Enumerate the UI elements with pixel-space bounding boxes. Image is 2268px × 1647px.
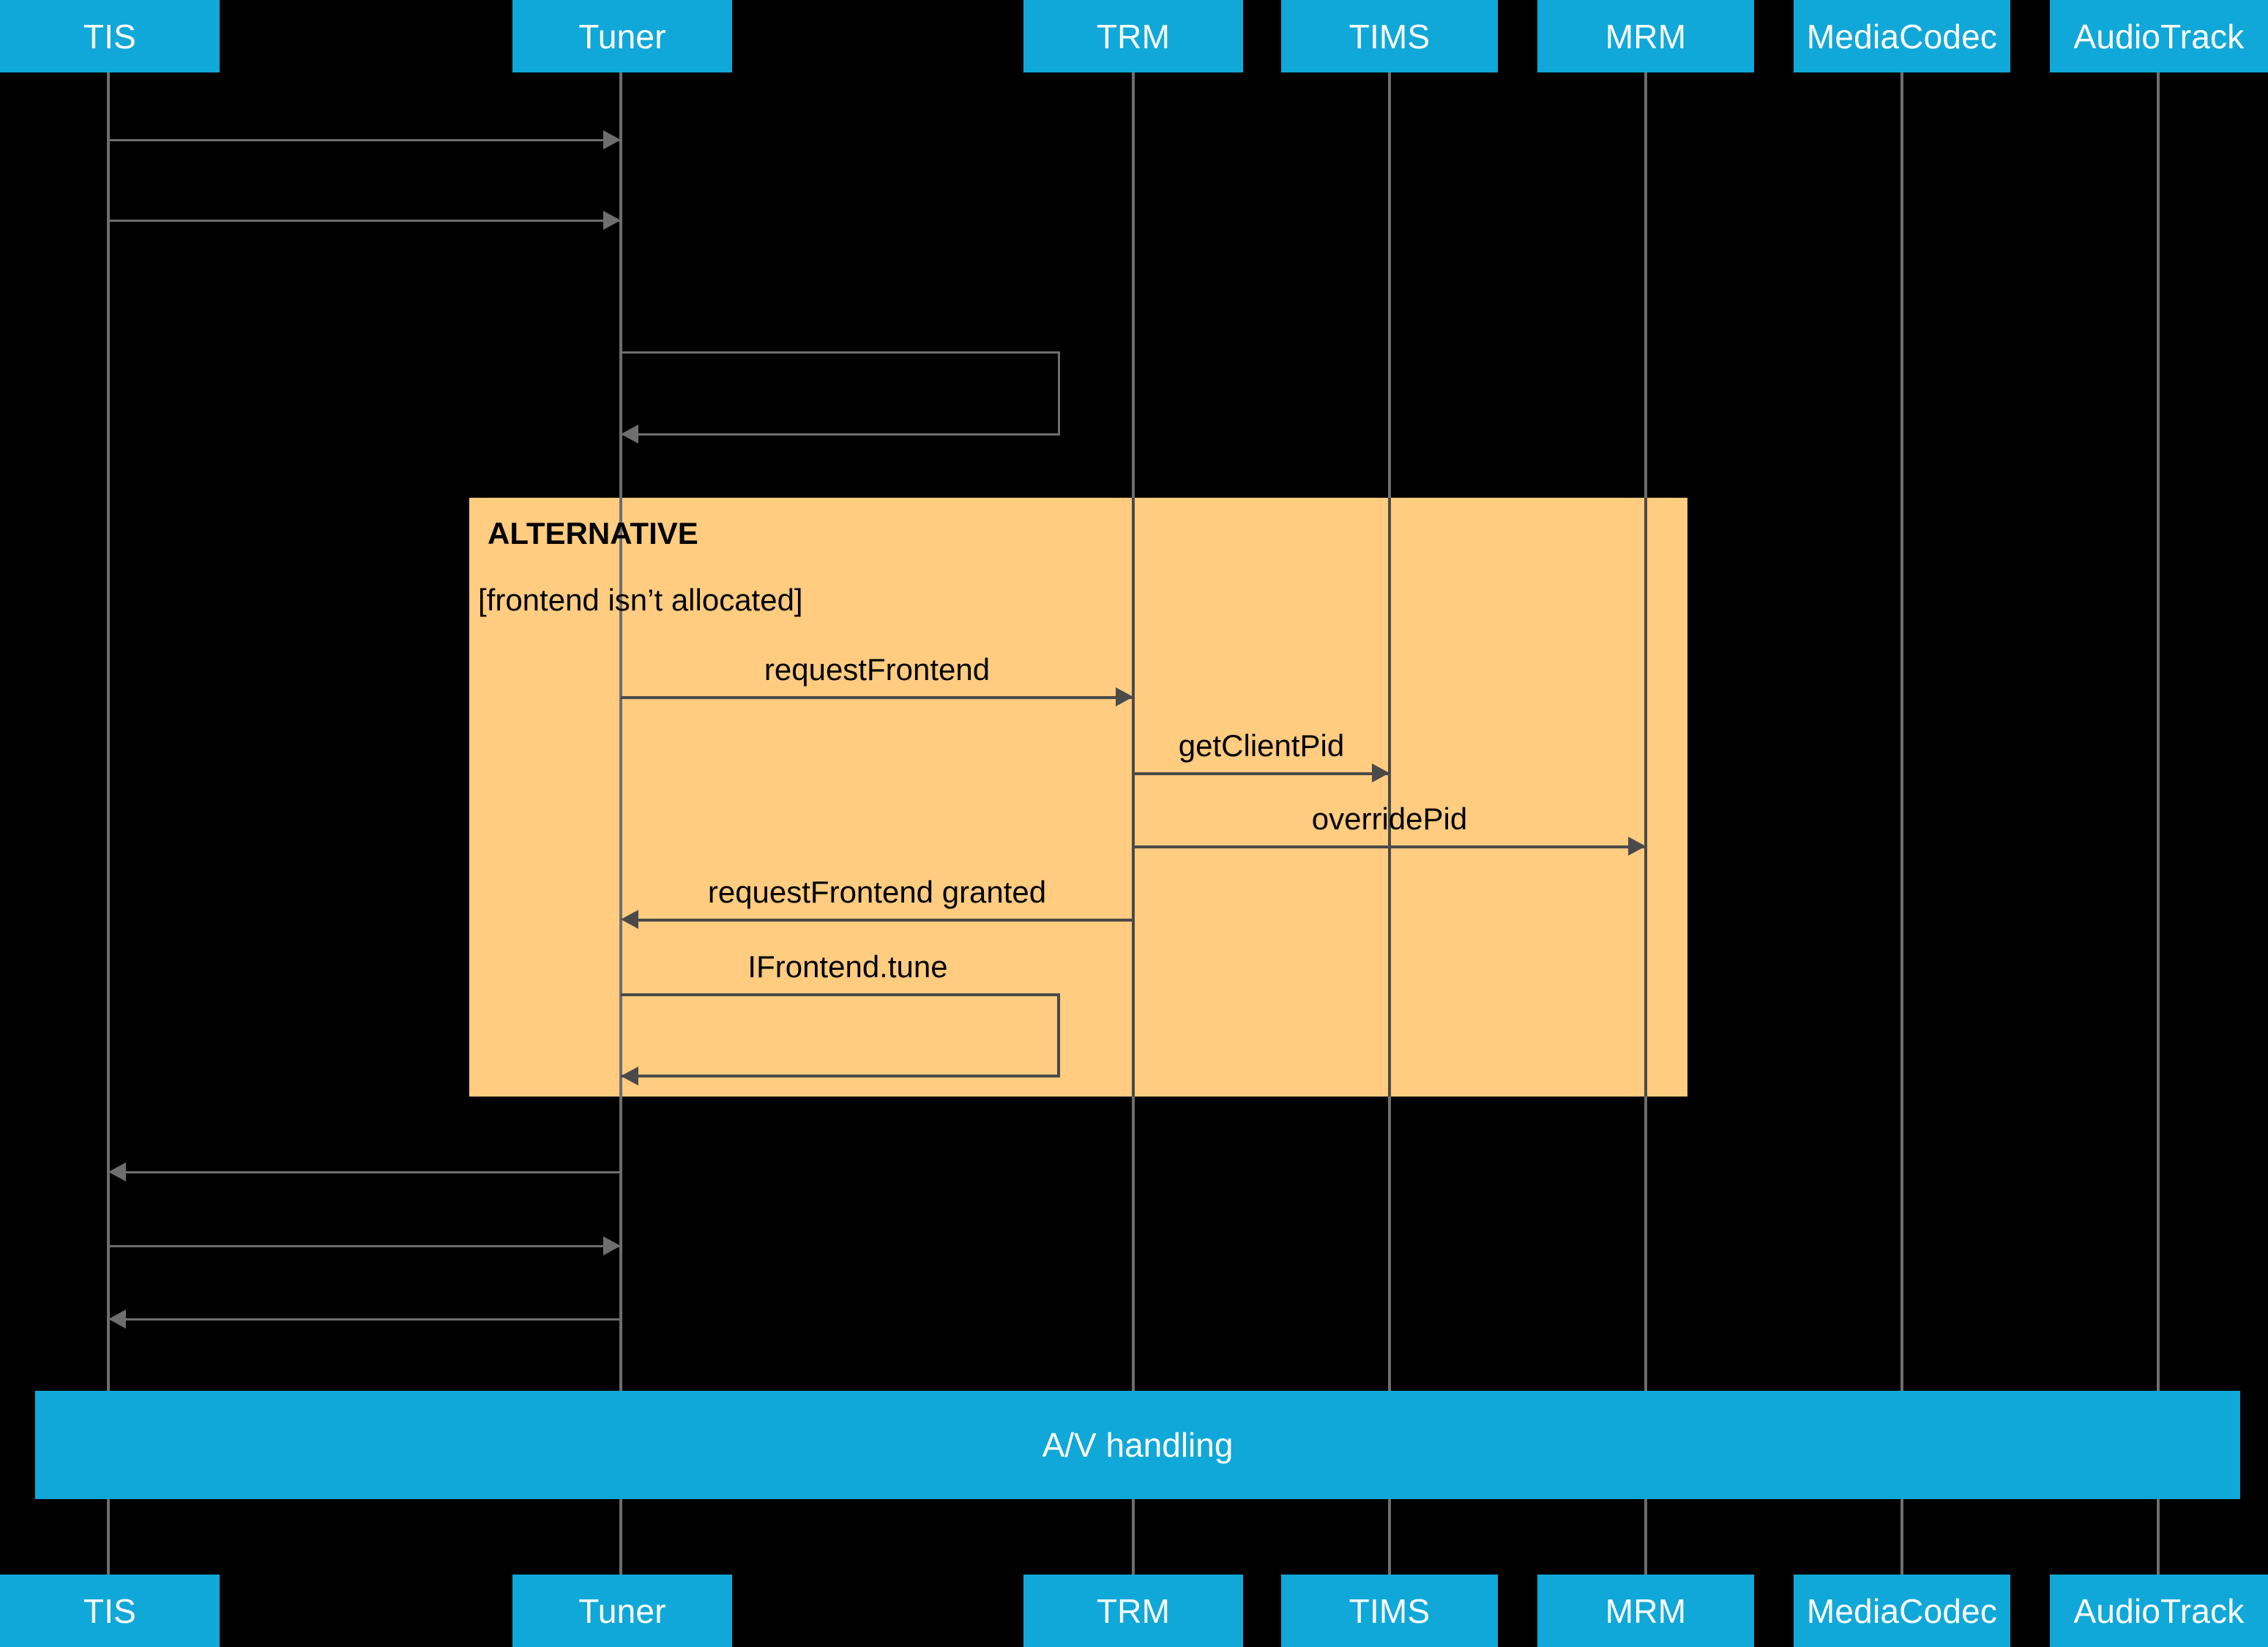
message-label-m6: overridePid <box>1311 802 1468 836</box>
lifeline-tis <box>107 72 110 1575</box>
participant-footer-mediacodec[interactable]: MediaCodec <box>1794 1575 2010 1647</box>
message-line-m7 <box>638 919 1133 922</box>
interaction-use-label: A/V handling <box>1042 1426 1234 1464</box>
message-line-m9 <box>126 1171 621 1173</box>
participant-header-tims[interactable]: TIMS <box>1281 0 1498 72</box>
self-message-box-m3 <box>621 351 1060 436</box>
arrowhead-m7 <box>621 910 638 929</box>
message-line-m1 <box>108 139 621 141</box>
arrowhead-m2 <box>603 211 621 230</box>
participant-footer-audiotrack[interactable]: AudioTrack <box>2050 1575 2268 1647</box>
arrowhead-m3 <box>621 425 638 444</box>
message-label-m8: IFrontend.tune <box>747 949 948 984</box>
participant-header-trm[interactable]: TRM <box>1023 0 1243 72</box>
interaction-use-av-handling[interactable]: A/V handling <box>35 1391 2240 1499</box>
participant-header-tis[interactable]: TIS <box>0 0 220 72</box>
participant-label: TIMS <box>1349 17 1430 56</box>
message-line-m2 <box>108 220 621 222</box>
arrowhead-m8 <box>621 1067 638 1086</box>
participant-footer-tis[interactable]: TIS <box>0 1575 220 1647</box>
message-line-m6 <box>1133 845 1646 848</box>
arrowhead-m6 <box>1628 837 1646 856</box>
arrowhead-m10 <box>603 1236 621 1255</box>
arrowhead-m9 <box>108 1162 126 1181</box>
lifeline-mrm-in-fragment <box>1644 498 1647 1097</box>
participant-label: MediaCodec <box>1806 17 1998 56</box>
message-line-m5 <box>1133 772 1389 775</box>
message-line-m10 <box>108 1245 621 1247</box>
participant-header-mrm[interactable]: MRM <box>1537 0 1754 72</box>
participant-label: Tuner <box>578 1591 666 1630</box>
participant-label: AudioTrack <box>2073 1591 2245 1630</box>
lifeline-trm-in-fragment <box>1132 498 1135 1097</box>
lifeline-mediacodec <box>1900 72 1903 1575</box>
message-label-m4: requestFrontend <box>764 652 991 687</box>
message-line-m4 <box>621 696 1133 699</box>
participant-label: TRM <box>1096 17 1171 56</box>
participant-label: TIMS <box>1349 1591 1430 1630</box>
participant-label: TIS <box>83 1591 137 1630</box>
lifeline-audiotrack <box>2157 72 2160 1575</box>
participant-label: AudioTrack <box>2073 17 2245 56</box>
participant-label: Tuner <box>578 17 666 56</box>
combined-fragment-alternative <box>469 498 1687 1097</box>
participant-label: MRM <box>1605 1591 1687 1630</box>
arrowhead-m11 <box>108 1310 126 1329</box>
participant-header-audiotrack[interactable]: AudioTrack <box>2050 0 2268 72</box>
participant-label: MediaCodec <box>1806 1591 1998 1630</box>
participant-label: TRM <box>1096 1591 1171 1630</box>
participant-header-mediacodec[interactable]: MediaCodec <box>1794 0 2010 72</box>
message-label-m5: getClientPid <box>1178 728 1345 763</box>
arrowhead-m1 <box>603 130 621 149</box>
lifeline-tuner-in-fragment <box>619 498 622 1097</box>
arrowhead-m5 <box>1372 763 1389 783</box>
lifeline-tims-in-fragment <box>1388 498 1391 1097</box>
participant-label: TIS <box>83 17 137 56</box>
self-message-box-m8 <box>621 993 1060 1078</box>
participant-footer-mrm[interactable]: MRM <box>1537 1575 1754 1647</box>
participant-header-tuner[interactable]: Tuner <box>512 0 732 72</box>
participant-footer-tims[interactable]: TIMS <box>1281 1575 1498 1647</box>
fragment-guard-condition: [frontend isn’t allocated] <box>478 583 803 617</box>
fragment-operator-label: ALTERNATIVE <box>488 516 698 550</box>
participant-footer-trm[interactable]: TRM <box>1023 1575 1243 1647</box>
message-label-m7: requestFrontend granted <box>707 875 1047 909</box>
participant-label: MRM <box>1605 17 1687 56</box>
participant-footer-tuner[interactable]: Tuner <box>512 1575 732 1647</box>
arrowhead-m4 <box>1116 687 1133 706</box>
message-line-m11 <box>126 1318 621 1321</box>
